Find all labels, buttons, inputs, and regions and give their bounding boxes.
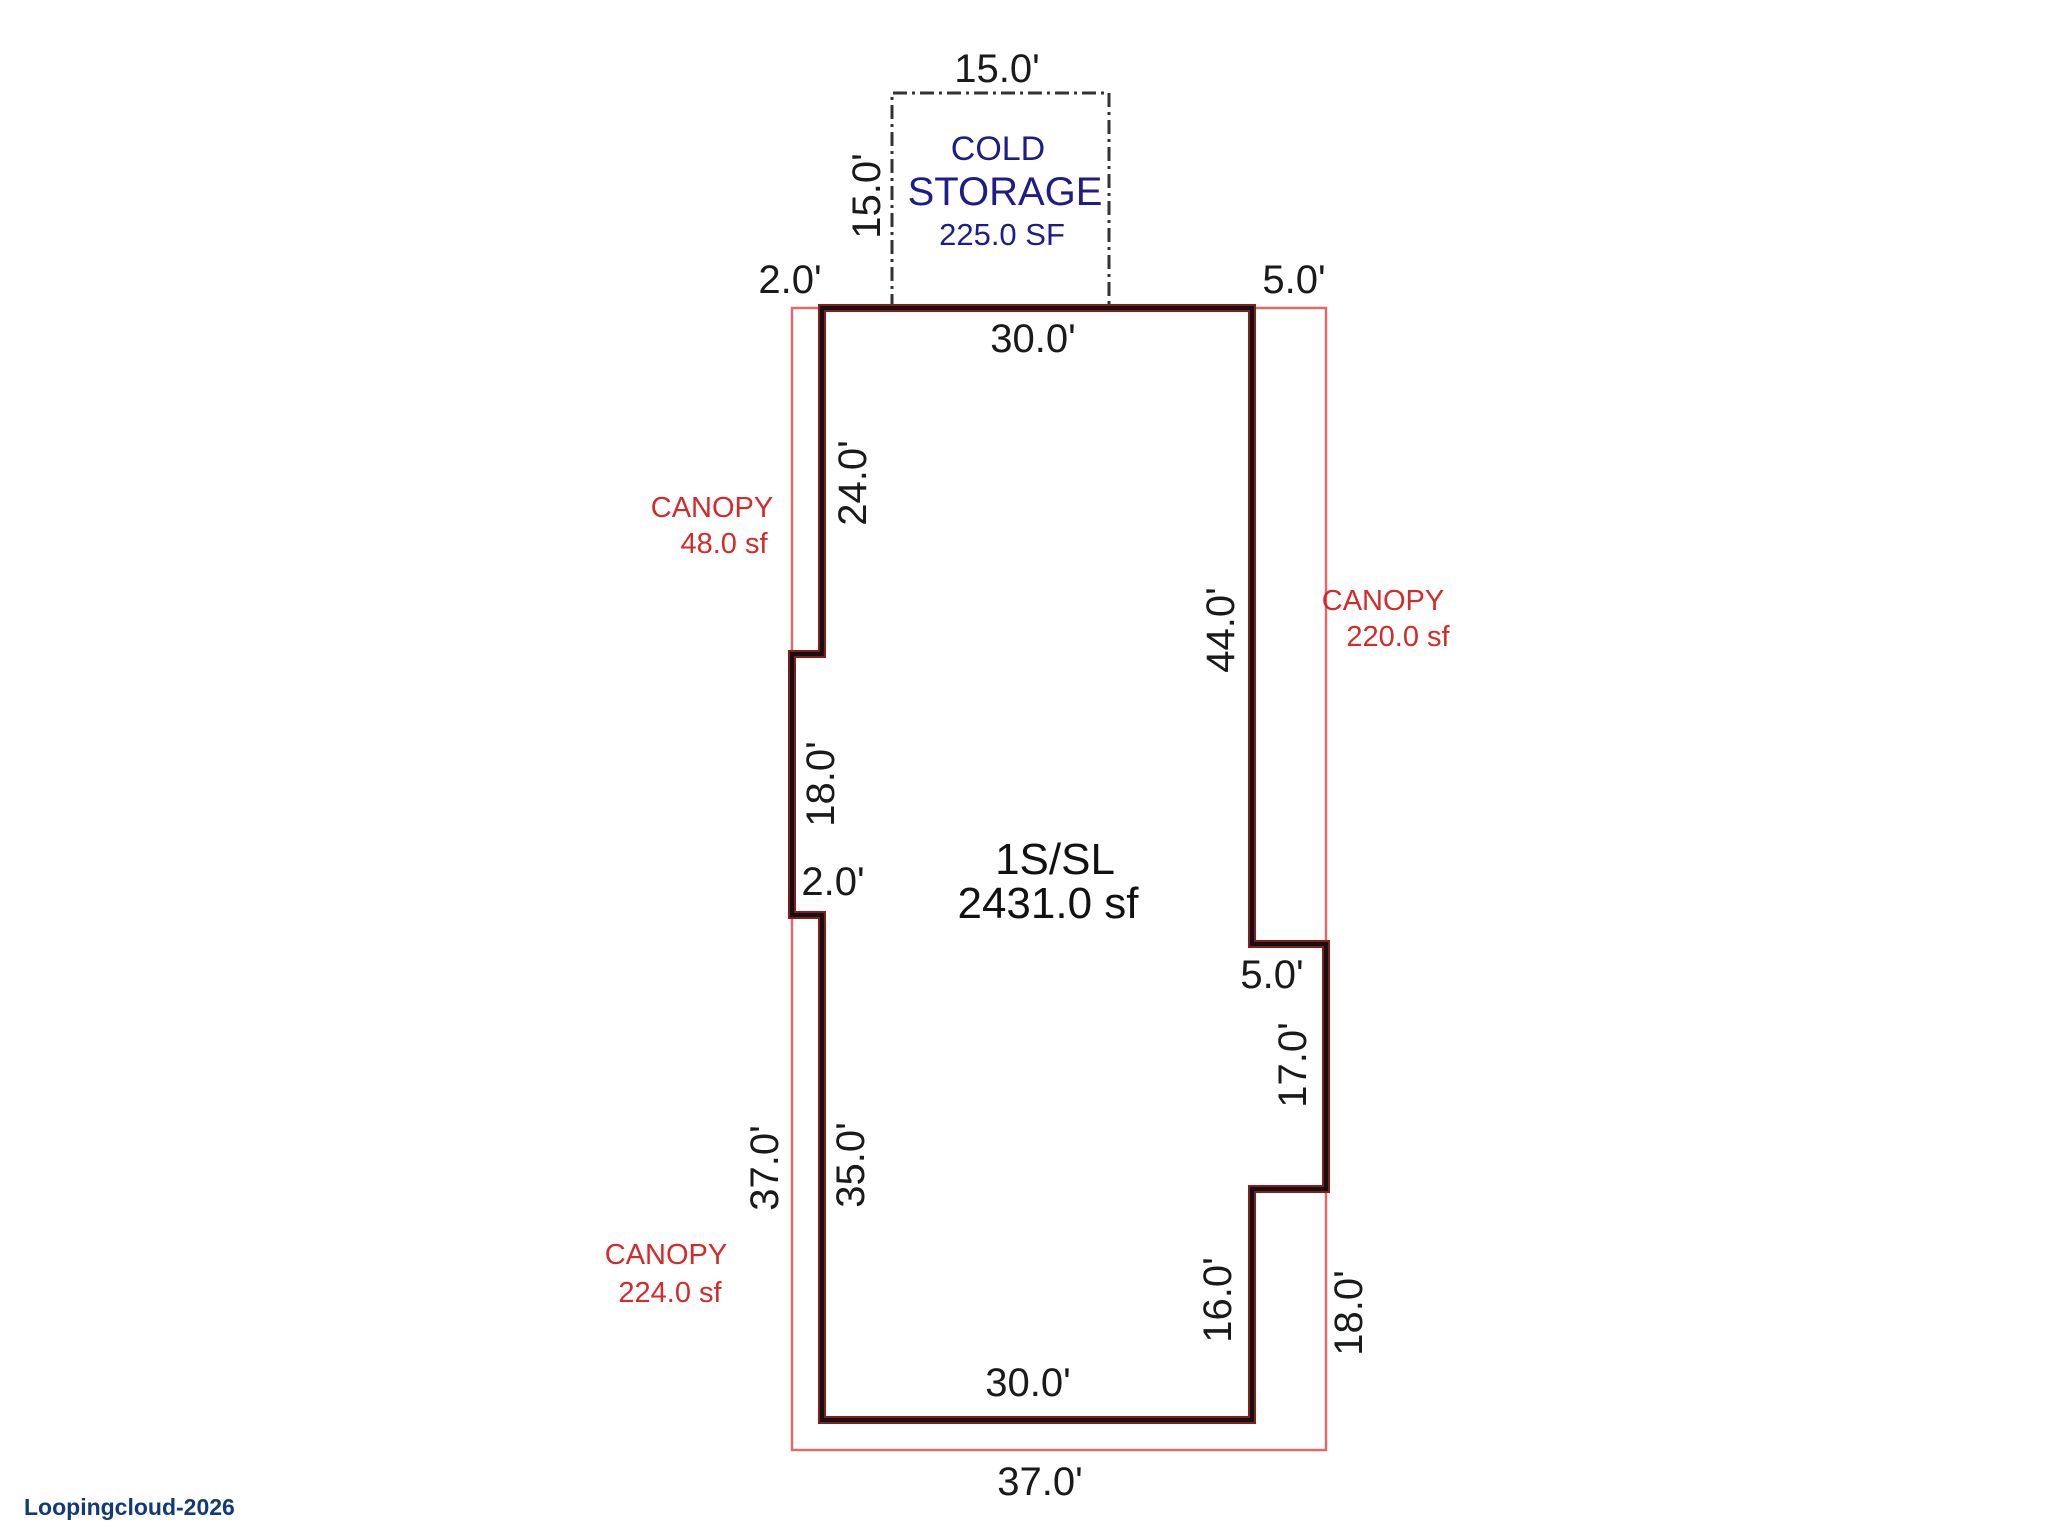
dim-top-right-offset: 5.0' [1262, 258, 1325, 302]
main-area-label: 1S/SL [995, 835, 1115, 884]
dim-bottom-outer: 37.0' [997, 1460, 1083, 1504]
canopy-lower-outline [790, 915, 1328, 1452]
cold-storage-area: 225.0 SF [939, 217, 1065, 252]
dim-bottom-width: 30.0' [985, 1361, 1071, 1405]
cold-storage-title-line2: STORAGE [908, 170, 1103, 214]
dim-right-step: 5.0' [1240, 953, 1303, 997]
cold-storage-depth-label: 15.0' [845, 153, 889, 239]
dim-right-upper: 44.0' [1199, 587, 1243, 673]
canopy-right-outline [1252, 306, 1328, 944]
canopy-upper-left-label: CANOPY [651, 492, 773, 524]
dim-left-lower: 35.0' [829, 1122, 873, 1208]
main-area-size: 2431.0 sf [957, 879, 1139, 928]
building-outline [790, 306, 1328, 1422]
canopy-right-label: CANOPY [1322, 585, 1444, 617]
canopy-lower-left-label: CANOPY [605, 1239, 727, 1271]
cold-storage-title-line1: COLD [951, 130, 1045, 168]
dim-top-width: 30.0' [990, 317, 1076, 361]
dim-top-left-offset: 2.0' [758, 258, 821, 302]
dim-left-middle: 18.0' [799, 741, 843, 827]
canopy-lower-left-area: 224.0 sf [618, 1277, 722, 1309]
watermark-text: Loopingcloud-2026 [24, 1494, 235, 1520]
dim-left-upper: 24.0' [831, 440, 875, 526]
dim-right-middle: 17.0' [1271, 1022, 1315, 1108]
canopy-right-area: 220.0 sf [1346, 621, 1450, 653]
canopy-upper-left-outline [790, 306, 822, 656]
dim-right-lower: 16.0' [1196, 1257, 1240, 1343]
cold-storage-width-label: 15.0' [954, 47, 1040, 91]
canopy-upper-left-area: 48.0 sf [680, 528, 768, 560]
dim-right-outer: 18.0' [1327, 1270, 1371, 1356]
dim-left-step: 2.0' [801, 860, 864, 904]
dim-left-outer: 37.0' [743, 1125, 787, 1211]
